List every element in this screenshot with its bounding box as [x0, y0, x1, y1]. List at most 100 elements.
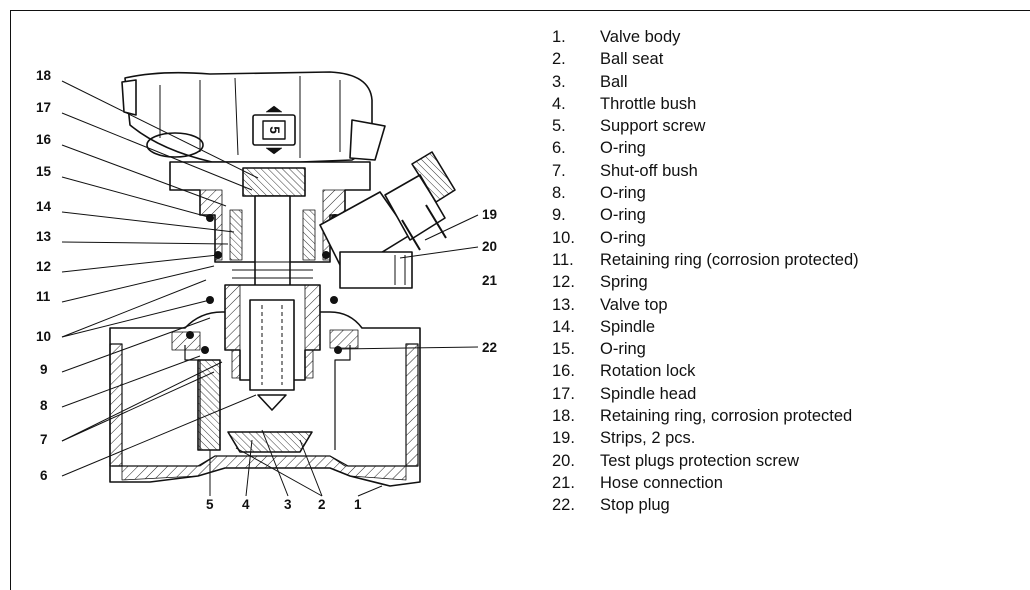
leader-lines: [61, 80, 479, 497]
legend-item: 10.O-ring: [552, 227, 859, 249]
actuator-tab: [121, 79, 137, 116]
legend-number: 13.: [552, 295, 575, 314]
test-plug-protection-screw: [384, 174, 446, 241]
spring: [232, 261, 313, 279]
legend-item: 1. Valve body: [552, 26, 859, 48]
legend-item: 15. O-ring: [552, 338, 859, 360]
legend-item: 12. Spring: [552, 271, 859, 293]
legend-label: Spring: [600, 273, 648, 292]
legend-label: Stop plug: [600, 496, 670, 515]
legend-item: 19.Strips, 2 pcs.: [552, 427, 859, 449]
callout-21: 21: [482, 273, 498, 288]
legend-number: 15.: [552, 340, 575, 359]
legend-item: 20. Test plugs protection screw: [552, 450, 859, 472]
body-hatching-bottom: [121, 455, 407, 481]
support-screw: [197, 359, 221, 451]
callout-13: 13: [36, 229, 52, 244]
legend-number: 7.: [552, 161, 566, 180]
callout-17: 17: [36, 100, 51, 115]
legend-item: 16. Rotation lock: [552, 360, 859, 382]
callout-10: 10: [36, 329, 51, 344]
legend-item: 9. O-ring: [552, 204, 859, 226]
legend-number: 10.: [552, 228, 575, 247]
legend-item: 21. Hose connection: [552, 472, 859, 494]
frame-top-border: [10, 10, 1030, 11]
throttle-bush: [249, 299, 295, 391]
legend-label: Hose connection: [600, 473, 723, 492]
legend-number: 20.: [552, 451, 575, 470]
legend-label: Shut-off bush: [600, 161, 698, 180]
legend-number: 14.: [552, 317, 575, 336]
callout-labels-bottom: 5 4 3 2 1: [206, 497, 362, 512]
legend-item: 4.Throttle bush: [552, 93, 859, 115]
legend-label: Ball: [600, 72, 628, 91]
figure-frame: [10, 10, 1030, 590]
frame-left-border: [10, 10, 11, 590]
spindle-thread: [229, 209, 316, 261]
callout-6: 6: [40, 468, 48, 483]
callout-15: 15: [36, 164, 52, 179]
callout-20: 20: [482, 239, 497, 254]
legend-number: 18.: [552, 407, 575, 426]
callout-19: 19: [482, 207, 497, 222]
legend-item: 22. Stop plug: [552, 494, 859, 516]
legend-number: 17.: [552, 384, 575, 403]
legend-item: 8.O-ring: [552, 182, 859, 204]
test-plug-cap: [411, 151, 456, 203]
legend-number: 22.: [552, 496, 575, 515]
legend-item: 5.Support screw: [552, 115, 859, 137]
legend-item: 7. Shut-off bush: [552, 160, 859, 182]
actuator-cap: [124, 71, 373, 163]
callout-5: 5: [206, 497, 214, 512]
legend-label: Spindle head: [600, 384, 697, 403]
legend-label: Support screw: [600, 117, 706, 136]
legend-number: 12.: [552, 273, 575, 292]
legend-item: 17. Spindle head: [552, 383, 859, 405]
legend-label: O-ring: [600, 139, 646, 158]
legend-number: 11.: [552, 250, 574, 269]
callout-labels-left: 18 17 16 15 14 13 12 11 10 9 8 7 6: [36, 68, 52, 483]
legend-label: O-ring: [600, 206, 646, 225]
callout-14: 14: [36, 199, 52, 214]
legend-label: Retaining ring (corrosion protected): [600, 250, 859, 269]
legend-number: 16.: [552, 362, 575, 381]
valve-cross-section-diagram: 5 18 17 16 15 14 13 12 11 10 9 8 7 6 5 4…: [36, 68, 498, 512]
legend-label: Spindle: [600, 317, 656, 336]
legend-item: 13. Valve top: [552, 294, 859, 316]
callout-8: 8: [40, 398, 48, 413]
legend-number: 9.: [552, 206, 566, 225]
strips: [401, 204, 447, 251]
legend-label: Throttle bush: [600, 94, 697, 113]
legend-item: 14. Spindle: [552, 316, 859, 338]
legend-label: O-ring: [600, 184, 646, 203]
outlet-thread: [405, 343, 419, 467]
legend-number: 6.: [552, 139, 566, 158]
actuator-cap-hole: [146, 132, 204, 158]
legend-label: Retaining ring, corrosion protected: [600, 407, 853, 426]
callout-16: 16: [36, 132, 52, 147]
legend-number: 3.: [552, 72, 566, 91]
legend-item: 18. Retaining ring, corrosion protected: [552, 405, 859, 427]
callout-9: 9: [40, 362, 48, 377]
ball: [257, 394, 287, 411]
legend-label: Ball seat: [600, 50, 664, 69]
legend-item: 11. Retaining ring (corrosion protected): [552, 249, 859, 271]
legend-label: Valve body: [600, 28, 681, 46]
parts-legend: 1. Valve body 2.Ball seat 3. Ball 4.Thrott…: [552, 26, 859, 517]
actuator-right-flap: [349, 119, 386, 161]
spindle-head: [242, 167, 306, 197]
callout-7: 7: [40, 432, 48, 447]
callout-4: 4: [242, 497, 250, 512]
callout-11: 11: [36, 289, 51, 304]
legend-number: 1.: [552, 28, 566, 46]
legend-label: Strips, 2 pcs.: [600, 429, 696, 448]
legend-label: Valve top: [600, 295, 668, 314]
callout-labels-right: 19 20 21 22: [482, 207, 498, 355]
legend-label: Rotation lock: [600, 362, 696, 381]
legend-number: 21.: [552, 473, 575, 492]
legend-item: 2.Ball seat: [552, 48, 859, 70]
callout-18: 18: [36, 68, 52, 83]
legend-label: O-ring: [600, 340, 646, 359]
legend-label: Test plugs protection screw: [600, 451, 800, 470]
shut-off-bush-hatching: [224, 284, 321, 379]
